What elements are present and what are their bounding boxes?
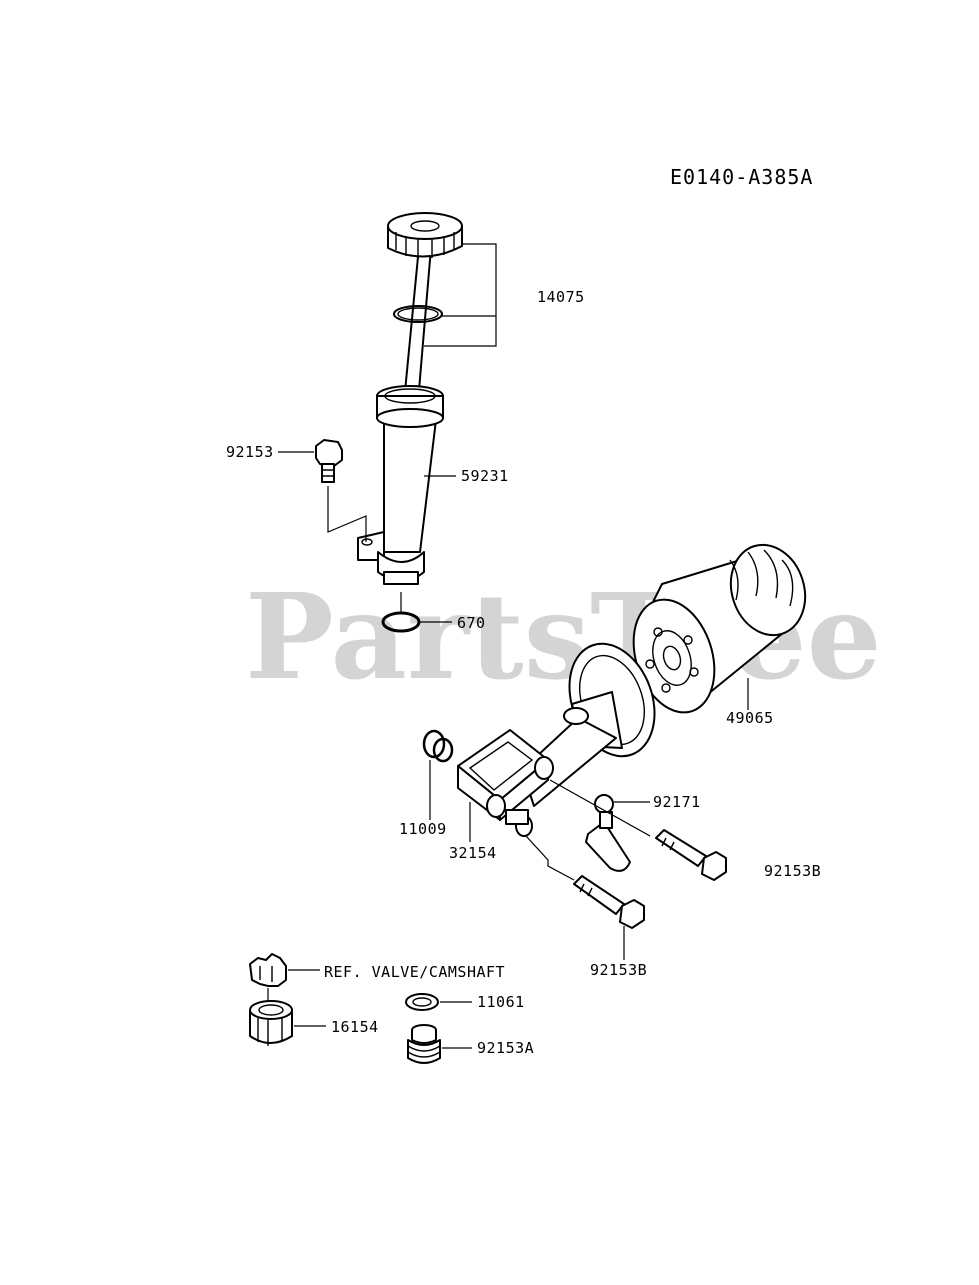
bolt-92153b-bottom[interactable] bbox=[573, 875, 645, 929]
label-14075: 14075 bbox=[537, 288, 585, 306]
dipstick-tube-59231[interactable] bbox=[357, 385, 444, 585]
label-11061: 11061 bbox=[477, 993, 525, 1011]
label-59231: 59231 bbox=[461, 467, 509, 485]
label-92153-top: 92153 bbox=[226, 443, 274, 461]
o-ring-670[interactable] bbox=[381, 611, 421, 633]
dipstick-14075[interactable] bbox=[387, 212, 463, 403]
seal-rings-11009[interactable] bbox=[422, 729, 454, 763]
label-11009: 11009 bbox=[399, 820, 447, 838]
bolt-92153b-right[interactable] bbox=[655, 829, 727, 881]
gear-16154[interactable] bbox=[249, 1000, 293, 1046]
label-92171: 92171 bbox=[653, 793, 701, 811]
label-49065: 49065 bbox=[726, 709, 774, 727]
label-ref-valve-camshaft: REF. VALVE/CAMSHAFT bbox=[324, 963, 505, 981]
label-32154: 32154 bbox=[449, 844, 497, 862]
oil-filter-49065[interactable] bbox=[620, 535, 817, 723]
label-670: 670 bbox=[457, 614, 486, 632]
oil-pipe-32154[interactable] bbox=[457, 632, 669, 837]
washer-11061[interactable] bbox=[405, 993, 439, 1011]
plug-92153a[interactable] bbox=[407, 1024, 441, 1064]
bolt-92153[interactable] bbox=[315, 439, 343, 483]
diagram-code: E0140-A385A bbox=[670, 165, 813, 189]
clamp-92171[interactable] bbox=[585, 794, 631, 872]
ref-gear[interactable] bbox=[249, 953, 287, 1000]
label-92153b-right: 92153B bbox=[764, 862, 821, 880]
label-92153a: 92153A bbox=[477, 1039, 534, 1057]
label-16154: 16154 bbox=[331, 1018, 379, 1036]
label-92153b-bottom: 92153B bbox=[590, 961, 647, 979]
